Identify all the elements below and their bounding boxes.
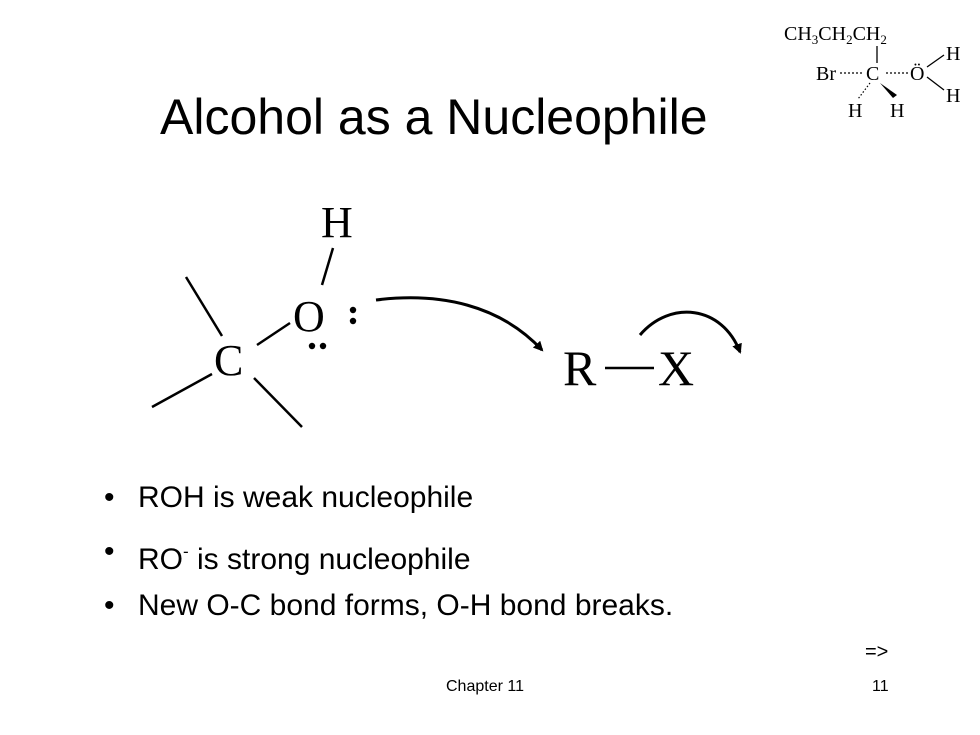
- ts-h-right-top: H: [946, 43, 960, 65]
- bond-c-upper: [184, 276, 224, 337]
- ts-h-bottom-left: H: [848, 100, 862, 122]
- bullet-superscript: -: [183, 542, 189, 561]
- lone-pair-right-dot: [349, 317, 357, 325]
- bullet-item: • ROH is weak nucleophile: [104, 478, 673, 532]
- bond-c-o: [256, 321, 291, 347]
- ts-br-label: Br: [816, 63, 836, 85]
- next-slide-marker[interactable]: =>: [865, 641, 889, 663]
- attack-arrow: [375, 296, 544, 352]
- transition-state-structure: CH3CH2CH2 Br C Ö H H H H: [784, 23, 960, 122]
- ts-wedge-bond: [880, 83, 897, 98]
- bullet-item: • New O-C bond forms, O-H bond breaks.: [104, 586, 673, 640]
- bond-c-lower-right: [253, 377, 303, 428]
- bullet-text: New O-C bond forms, O-H bond breaks.: [138, 589, 674, 622]
- page-number: 11: [872, 678, 889, 695]
- ts-chain-label: CH3CH2CH2: [784, 23, 887, 47]
- lone-pair-bottom-dot: [319, 342, 327, 350]
- bullet-text-prefix: RO: [138, 543, 183, 576]
- atom-r: R: [563, 340, 597, 396]
- bullet-text-suffix: is strong nucleophile: [188, 543, 471, 576]
- atom-o: O: [293, 292, 325, 341]
- bullet-dot: •: [104, 589, 115, 622]
- ts-bond-oh-bottom: [926, 76, 945, 91]
- atom-h: H: [321, 198, 353, 247]
- atom-c: C: [214, 336, 243, 385]
- ts-c-label: C: [866, 63, 879, 85]
- footer-chapter: Chapter 11: [446, 678, 524, 695]
- bullet-item: • RO- is strong nucleophile: [104, 532, 673, 586]
- ts-hashed-bond: [857, 82, 871, 100]
- lone-pair-bottom-dot: [308, 342, 316, 350]
- alcohol-attack-mechanism: H O C R X: [151, 198, 742, 428]
- ts-h-right-bottom: H: [946, 85, 960, 107]
- bullet-dot: •: [104, 481, 115, 514]
- atom-x: X: [658, 340, 694, 396]
- slide-title: Alcohol as a Nucleophile: [160, 89, 708, 145]
- bullet-text: ROH is weak nucleophile: [138, 481, 474, 514]
- lone-pair-right-dot: [349, 306, 357, 314]
- bond-o-h: [320, 247, 335, 286]
- bond-c-lower-left: [151, 372, 213, 409]
- ts-bond-oh-top: [926, 54, 945, 68]
- ts-o-label: Ö: [910, 62, 924, 85]
- leaving-group-arrow: [638, 310, 742, 354]
- ts-h-bottom-right: H: [890, 100, 904, 122]
- bullet-dot: •: [104, 535, 115, 568]
- bullet-list: • ROH is weak nucleophile • RO- is stron…: [104, 478, 673, 640]
